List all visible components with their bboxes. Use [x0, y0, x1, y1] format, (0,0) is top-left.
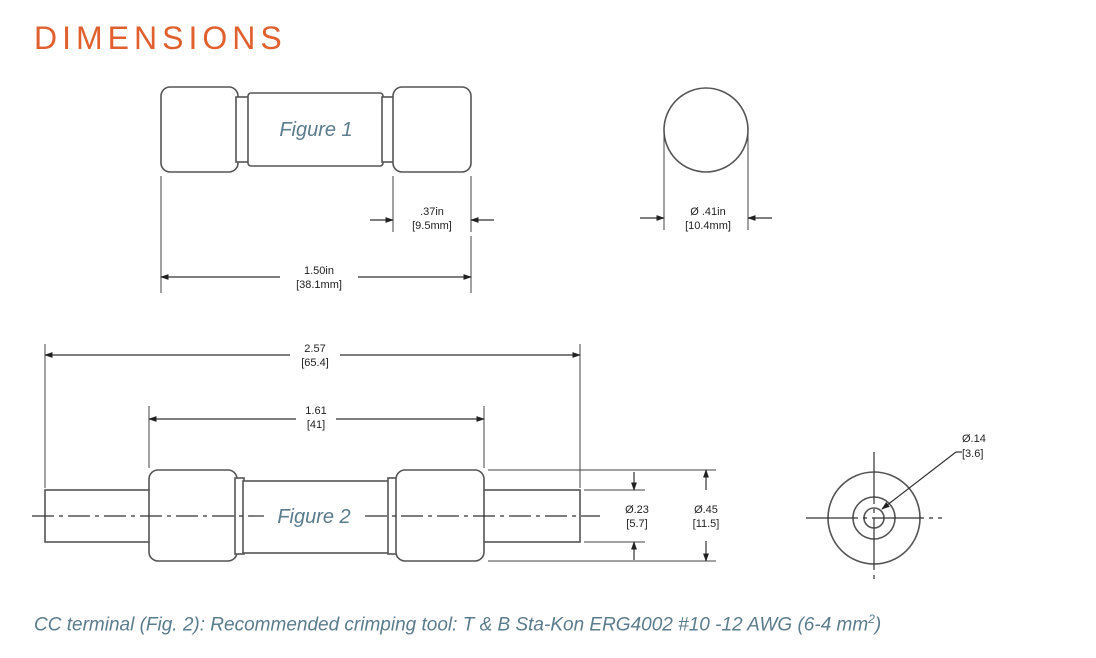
fig2-terminal-diameter-mm: [5.7] [626, 518, 647, 530]
caption-text: CC terminal (Fig. 2): Recommended crimpi… [34, 614, 869, 636]
fig1-cap-length-in: .37in [420, 206, 444, 218]
fig1-right-cap [392, 86, 472, 173]
fig2-overall-length-in: 2.57 [304, 343, 325, 355]
fig2-body-length-in: 1.61 [305, 405, 326, 417]
fig1-end-circle [663, 87, 749, 173]
fig1-overall-length-mm: [38.1mm] [296, 279, 342, 291]
fig1-diameter-in: Ø .41in [690, 206, 725, 218]
figure-2-label: Figure 2 [277, 506, 350, 528]
figure-2-side-view: Figure 2 2.57 [65.4] 1.61 [41] Ø.23 [5.7… [32, 343, 720, 562]
figure-1-end-view: Ø .41in [10.4mm] [640, 87, 772, 232]
fig1-cap-length-mm: [9.5mm] [412, 220, 452, 232]
fig2-body-diameter-mm: [11.5] [693, 518, 720, 530]
fig1-left-cap [160, 86, 239, 173]
figure-1-side-view: Figure 1 .37in [9.5mm] 1.50in [38.1mm] [160, 86, 494, 293]
fig2-terminal-diameter-in: Ø.23 [625, 504, 649, 516]
crimping-tool-caption: CC terminal (Fig. 2): Recommended crimpi… [34, 612, 881, 636]
fig1-left-neck [235, 96, 250, 163]
fig2-body-diameter-in: Ø.45 [694, 504, 718, 516]
fig2-body-length-mm: [41] [307, 419, 325, 431]
fig2-hole-diameter-in: Ø.14 [962, 433, 986, 445]
fig2-hole-diameter-mm: [3.6] [962, 448, 983, 460]
caption-close: ) [874, 614, 882, 636]
figure-2-end-view: Ø.14 [3.6] [806, 433, 986, 584]
fig1-overall-length-in: 1.50in [304, 265, 334, 277]
caption-superscript: 2 [868, 612, 875, 626]
fig1-diameter-mm: [10.4mm] [685, 220, 731, 232]
page-title: DIMENSIONS [34, 20, 287, 56]
figure-1-label: Figure 1 [279, 119, 352, 141]
fig2-overall-length-mm: [65.4] [301, 357, 329, 369]
